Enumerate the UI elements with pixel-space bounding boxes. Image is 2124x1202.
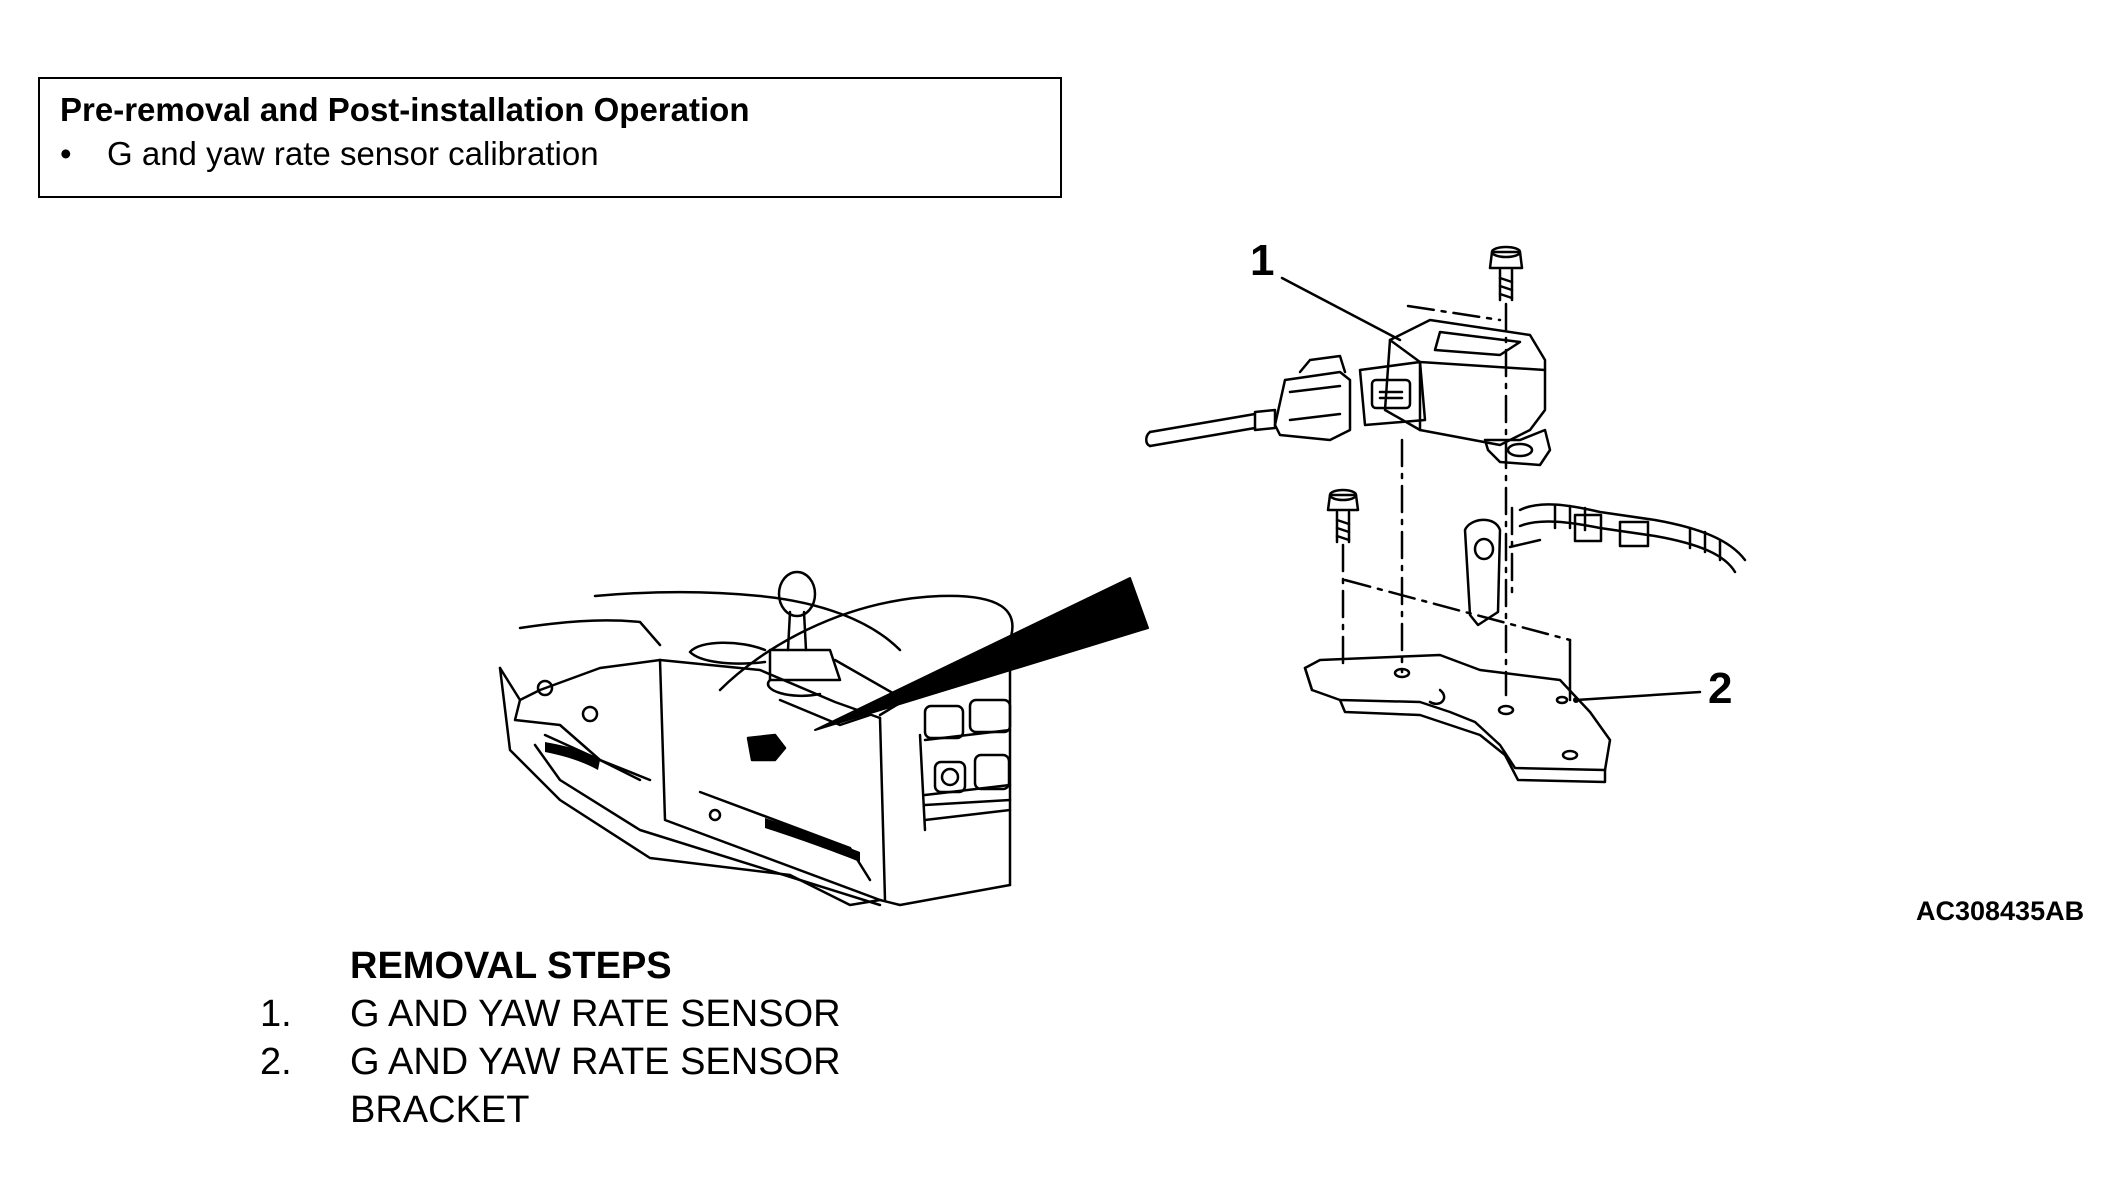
location-pointer — [814, 577, 1149, 731]
removal-step: 2. G AND YAW RATE SENSOR BRACKET — [260, 1038, 910, 1134]
bullet-icon: • — [60, 135, 72, 172]
callout-2-leader — [1574, 690, 1702, 702]
removal-step: 1. G AND YAW RATE SENSOR — [260, 990, 910, 1038]
step-number: 2. — [260, 1041, 292, 1083]
g-and-yaw-rate-sensor-bracket — [1303, 518, 1612, 784]
step-text: G AND YAW RATE SENSOR BRACKET — [350, 1041, 841, 1131]
operation-box-title: Pre-removal and Post-installation Operat… — [60, 91, 750, 128]
exploded-view-illustration — [1145, 245, 1747, 784]
operation-box: Pre-removal and Post-installation Operat… — [38, 77, 1062, 198]
g-and-yaw-rate-sensor — [1358, 318, 1552, 467]
operation-item-text: G and yaw rate sensor calibration — [107, 135, 599, 172]
callout-1: 1 — [1250, 236, 1274, 285]
step-number: 1. — [260, 993, 292, 1035]
operation-item: • G and yaw rate sensor calibration — [60, 135, 599, 173]
sensor-bolt — [1488, 245, 1524, 302]
removal-steps: REMOVAL STEPS 1. G AND YAW RATE SENSOR 2… — [260, 942, 910, 1134]
center-console-illustration — [498, 570, 1014, 907]
callout-2: 2 — [1708, 664, 1732, 713]
step-text: G AND YAW RATE SENSOR — [350, 993, 841, 1035]
harness-wire — [1508, 503, 1747, 574]
callout-1-leader — [1280, 276, 1402, 342]
figure-id: AC308435AB — [1916, 896, 2085, 926]
removal-steps-title: REMOVAL STEPS — [350, 945, 672, 987]
bracket-bolt — [1326, 488, 1360, 544]
harness-connector — [1145, 354, 1352, 448]
